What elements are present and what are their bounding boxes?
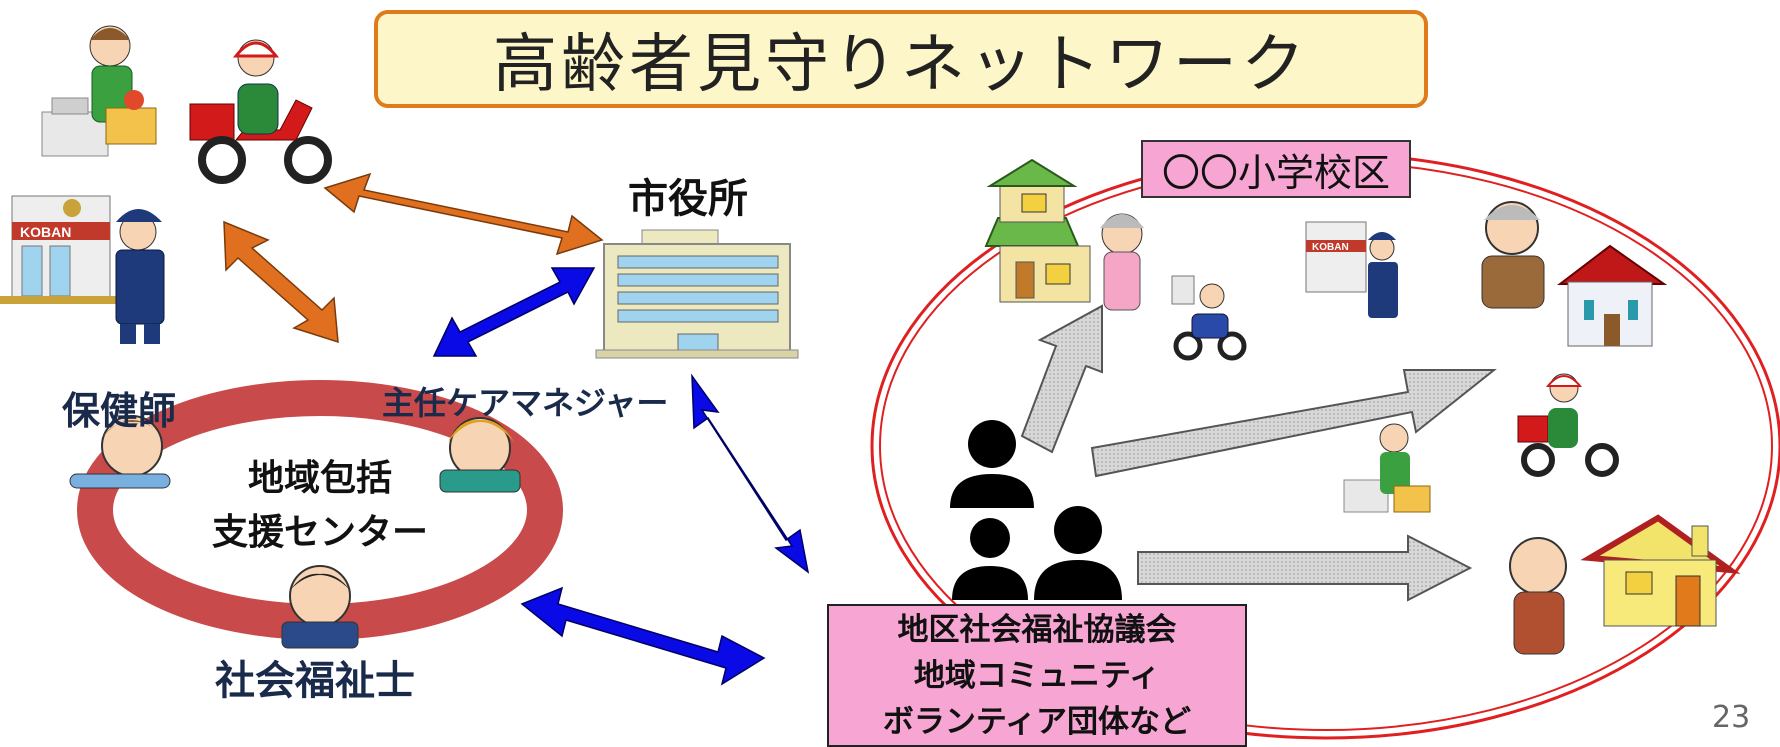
yellow-house-illustration (1580, 514, 1741, 627)
support-center-label: 地域包括 支援センター (200, 452, 440, 560)
community-line1: 地区社会福祉協議会 (897, 611, 1177, 648)
people-silhouette-icon (950, 420, 1122, 600)
koban-sign: KOBAN (20, 224, 71, 240)
district-shop-clerk-illustration (1343, 423, 1431, 513)
police-officer-illustration (115, 209, 165, 344)
district-delivery-scooter-illustration (1517, 373, 1619, 477)
community-line2: 地域コミュニティ (913, 657, 1161, 694)
red-roof-house-illustration (1557, 244, 1668, 347)
orange-arrow-services-center (223, 220, 339, 344)
gray-arrow-up (1020, 304, 1103, 454)
gray-arrow-upper-right (1090, 369, 1497, 478)
diagram-title: 高齢者見守りネットワーク (374, 10, 1428, 108)
newspaper-delivery-illustration (1171, 275, 1247, 361)
community-line3: ボランティア団体など (882, 703, 1192, 740)
page-number: 23 (1712, 700, 1751, 735)
green-house-illustration (984, 158, 1091, 303)
city-hall-label: 市役所 (628, 176, 748, 222)
koban-sign-small: KOBAN (1312, 242, 1349, 253)
police-box-illustration: KOBAN (0, 195, 120, 304)
elderly-woman-illustration (1100, 213, 1144, 311)
social-worker-figure (281, 565, 359, 649)
support-center-line2: 支援センター (211, 512, 428, 553)
support-center-line1: 地域包括 (247, 458, 392, 499)
elderly-man-illustration-bottom (1509, 537, 1567, 655)
orange-arrow-services-cityhall (323, 172, 604, 256)
shop-clerk-illustration (41, 25, 157, 157)
elderly-man-illustration-top (1481, 201, 1545, 309)
nurse-figure (69, 415, 171, 489)
role-care-manager-label: 主任ケアマネジャー (382, 384, 669, 422)
district-police-illustration: KOBAN (1305, 221, 1398, 318)
blue-arrow-cityhall-center (432, 267, 596, 357)
blue-arrow-cityhall-community (691, 373, 810, 574)
school-district-label: 〇〇小学校区 (1141, 140, 1411, 198)
delivery-scooter-illustration (189, 39, 332, 184)
care-manager-figure (439, 417, 521, 493)
gray-arrow-right (1137, 534, 1473, 602)
community-organizations-box: 地区社会福祉協議会 地域コミュニティ ボランティア団体など (827, 604, 1247, 747)
role-nurse-label: 保健師 (62, 389, 177, 433)
city-hall-building (595, 229, 799, 359)
role-social-worker-label: 社会福祉士 (215, 658, 415, 704)
blue-arrow-center-community (520, 586, 766, 686)
